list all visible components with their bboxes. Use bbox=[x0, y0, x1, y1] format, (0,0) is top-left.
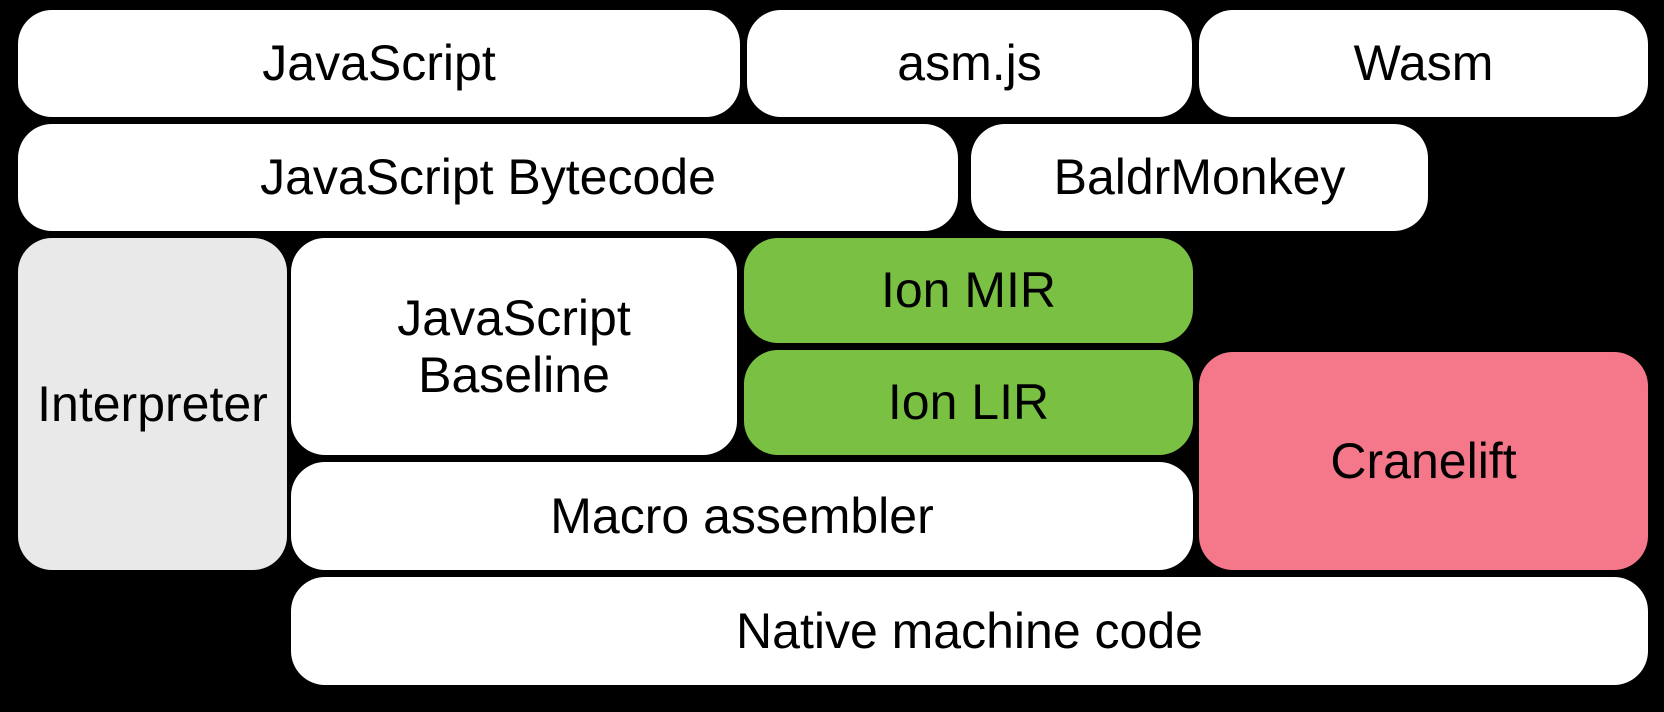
box-wasm-label: Wasm bbox=[1353, 35, 1494, 91]
box-native-machine-code-label: Native machine code bbox=[736, 602, 1203, 659]
box-macro-assembler: Macro assembler bbox=[291, 462, 1193, 570]
box-cranelift: Cranelift bbox=[1199, 352, 1648, 570]
box-asmjs-label: asm.js bbox=[897, 35, 1042, 91]
box-asmjs: asm.js bbox=[747, 10, 1192, 117]
box-interpreter: Interpreter bbox=[18, 238, 287, 570]
box-native-machine-code: Native machine code bbox=[291, 577, 1648, 685]
box-javascript-baseline-label: JavaScript Baseline bbox=[397, 289, 631, 403]
box-wasm: Wasm bbox=[1199, 10, 1648, 117]
box-macro-assembler-label: Macro assembler bbox=[550, 487, 934, 544]
box-javascript-bytecode-label: JavaScript Bytecode bbox=[260, 149, 716, 205]
box-ion-lir: Ion LIR bbox=[744, 350, 1193, 455]
box-javascript-bytecode: JavaScript Bytecode bbox=[18, 124, 958, 231]
box-cranelift-label: Cranelift bbox=[1330, 432, 1517, 489]
box-ion-mir-label: Ion MIR bbox=[880, 262, 1057, 318]
box-interpreter-label: Interpreter bbox=[37, 375, 268, 432]
box-ion-lir-label: Ion LIR bbox=[887, 374, 1050, 430]
box-javascript: JavaScript bbox=[18, 10, 740, 117]
box-javascript-baseline: JavaScript Baseline bbox=[291, 238, 737, 455]
box-javascript-label: JavaScript bbox=[262, 35, 496, 91]
box-baldrmonkey-label: BaldrMonkey bbox=[1053, 149, 1346, 205]
box-baldrmonkey: BaldrMonkey bbox=[971, 124, 1428, 231]
box-ion-mir: Ion MIR bbox=[744, 238, 1193, 343]
